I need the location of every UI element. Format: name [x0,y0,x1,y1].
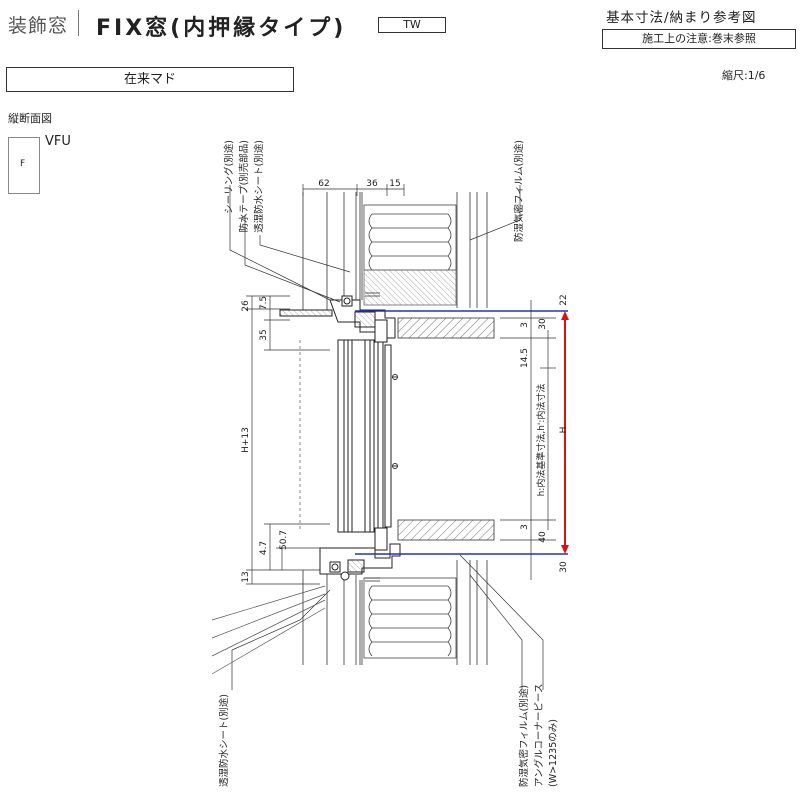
dim-inner-label: h:内法基準寸法,h':内法寸法 [535,384,547,497]
window-frame [299,339,392,533]
screws [365,292,380,582]
dim-top-36: 36 [366,179,378,189]
dim-right-14-5: 14.5 [520,348,530,368]
dim-right-3-top: 3 [520,322,530,328]
head-board [397,317,495,339]
callout-film-top: 防湿気密フィルム(別途) [513,140,525,242]
h-arrow-head-top [561,311,569,320]
frame-sill-detail [319,527,401,581]
view-label: 縦断面図 [8,112,52,125]
frame-head-detail [279,295,396,343]
callout-sheet-top: 透湿防水シート(別途) [253,140,265,233]
dim-left-26: 26 [241,300,251,312]
dim-left-h13: H+13 [241,427,251,453]
sash-name: VFU [45,134,71,149]
leader-lines [229,185,544,690]
dim-left-7-5: 7.5 [259,296,269,310]
wall-structure [302,192,488,665]
callout-sheet-bottom: 透湿防水シート(別途) [218,694,230,787]
h-arrow-head-bottom [561,545,569,554]
construction-note: 施工上の注意:巻末参照 [602,29,796,49]
insulation-top [363,204,457,306]
scale-label: 縮尺:1/6 [722,69,766,82]
dimension-lines [246,184,556,585]
callout-tape: 防水テープ(別売部品) [238,140,250,232]
page-title: FIX窓(内押縁タイプ) [96,16,347,41]
insulation-bottom [363,577,457,659]
callout-sealing: シーリング(別途) [223,140,235,214]
dim-left-35: 35 [259,329,269,340]
sheet-title: 基本寸法/納まり参考図 [606,10,757,26]
dim-right-22: 22 [559,294,569,305]
dim-left-13: 13 [241,571,251,582]
dim-h: H [559,427,569,434]
sill-board [397,519,495,541]
sash-thumbnail: F [8,137,40,194]
callout-angle-note: (W>1235のみ) [548,719,559,787]
dim-left-50-7: 50.7 [279,530,289,550]
header-divider [78,10,79,36]
variant-title: 在来マド [6,67,294,92]
dim-top-15: 15 [389,179,400,189]
dim-right-30-top: 30 [538,318,548,330]
dim-right-30-bot: 30 [559,561,569,573]
fixing-marks [392,374,398,469]
dim-right-3-bot: 3 [520,524,530,530]
category-label: 装飾窓 [8,15,69,37]
callout-angle: アングルコーナーピース [533,684,545,787]
dim-top-62: 62 [318,179,329,189]
dim-left-4-7: 4.7 [259,541,269,555]
sash-f-label: F [20,159,26,169]
callout-film-bottom: 防湿気密フィルム(別途) [518,685,530,787]
tw-badge: TW [378,17,446,33]
exterior-sheet [211,585,326,675]
dim-right-40: 40 [538,531,548,543]
